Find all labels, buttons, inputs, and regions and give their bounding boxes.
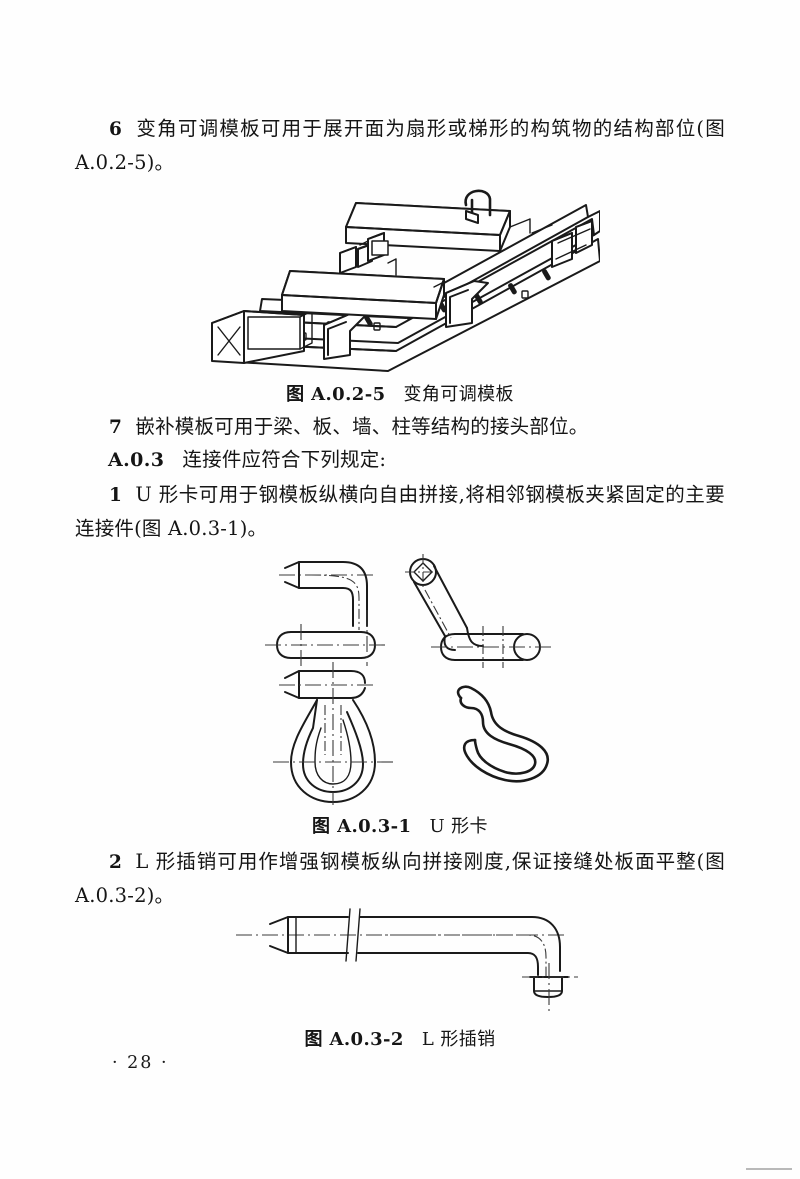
caption-title: L 形插销 <box>421 1029 496 1050</box>
u-clamp-front-view <box>273 662 395 805</box>
caption-id: 图 A.0.2-5 <box>286 384 386 405</box>
caption-title: U 形卡 <box>429 816 488 837</box>
figure-a-0-2-5 <box>200 183 600 375</box>
page-number: · 28 · <box>112 1053 169 1073</box>
u-clamp-pictorial-view <box>456 685 550 783</box>
caption-id: 图 A.0.3-2 <box>304 1029 404 1050</box>
item-text-6: 变角可调模板可用于展开面为扇形或梯形的构筑物的结构部位(图 A.0.2-5)。 <box>75 117 725 174</box>
clause-label: A.0.3 <box>108 449 165 471</box>
item-number-2: 2 <box>109 852 123 873</box>
u-clamp-side-view <box>265 561 389 666</box>
item-number-1: 1 <box>109 485 123 506</box>
clause-a-0-3: A.0.3 连接件应符合下列规定: <box>108 443 728 477</box>
figure-a-0-3-1 <box>255 550 555 805</box>
figure-caption-a-0-3-1: 图 A.0.3-1 U 形卡 <box>0 812 800 838</box>
caption-title: 变角可调模板 <box>403 384 514 405</box>
u-clamp-drawing <box>265 554 551 805</box>
l-pin-drawing <box>236 908 578 1015</box>
figure-caption-a-0-2-5: 图 A.0.2-5 变角可调模板 <box>0 380 800 406</box>
u-clamp-plan-view <box>405 554 551 668</box>
item-text-7: 嵌补模板可用于梁、板、墙、柱等结构的接头部位。 <box>135 415 589 438</box>
clause-text: 连接件应符合下列规定: <box>182 448 387 471</box>
figure-caption-a-0-3-2: 图 A.0.3-2 L 形插销 <box>0 1025 800 1051</box>
caption-id: 图 A.0.3-1 <box>312 816 412 837</box>
scan-edge-artifact <box>746 1168 792 1170</box>
item-text-2: L 形插销可用作增强钢模板纵向拼接刚度,保证接缝处板面平整(图 A.0.3-2)… <box>75 850 725 907</box>
adjustable-formwork-drawing <box>211 189 600 372</box>
item-number-7: 7 <box>109 417 123 438</box>
item-text-1: U 形卡可用于钢模板纵横向自由拼接,将相邻钢模板夹紧固定的主要连接件(图 A.0… <box>75 483 725 540</box>
item-number-6: 6 <box>109 119 123 140</box>
figure-a-0-3-2 <box>232 903 592 1021</box>
paragraph-item-7: 7 嵌补模板可用于梁、板、墙、柱等结构的接头部位。 <box>75 410 725 444</box>
